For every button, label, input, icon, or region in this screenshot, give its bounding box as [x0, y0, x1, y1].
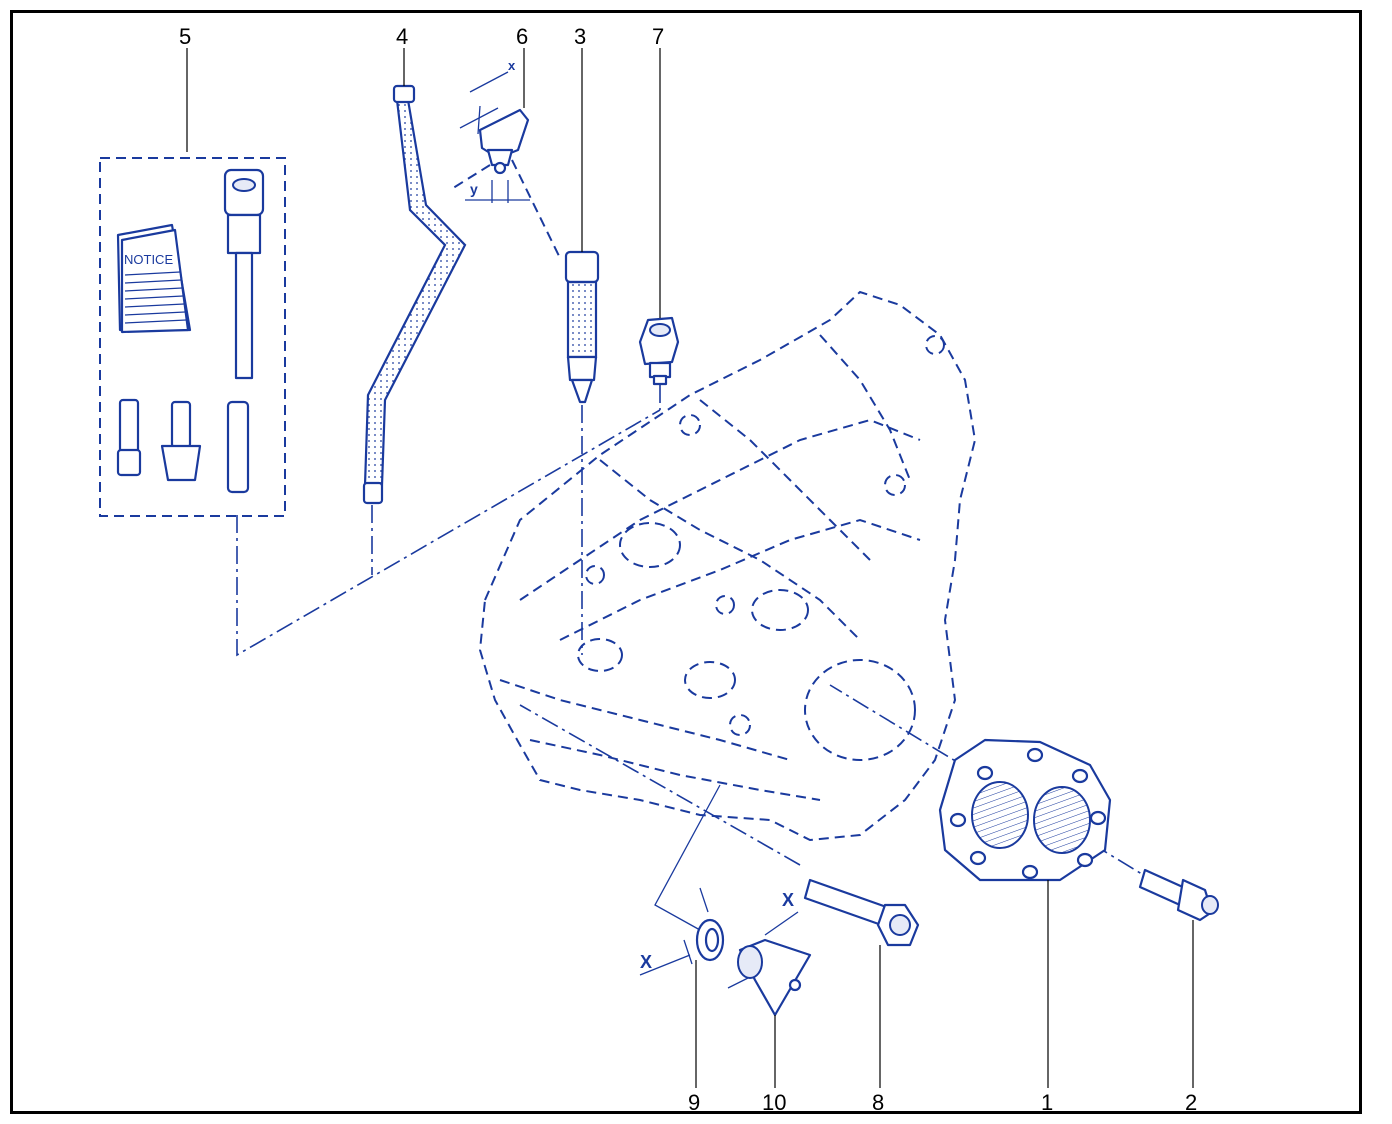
callout-numbers: 5 4 6 3 7 9 10 8 1 2: [179, 24, 1197, 1115]
gearbox-housing: [478, 290, 977, 842]
callout-leaders: [186, 48, 1194, 1088]
sensor: [638, 316, 680, 386]
dipstick-tube: [362, 84, 467, 505]
clip: x y: [449, 58, 561, 259]
kit-box: NOTICE: [99, 157, 286, 517]
callout-3: 3: [574, 24, 586, 49]
callout-8: 8: [872, 1090, 884, 1115]
sealing-washer: X: [639, 887, 725, 976]
drain-plug: X: [727, 890, 812, 1017]
callout-9: 9: [688, 1090, 700, 1115]
bolt-long: [803, 878, 920, 947]
dimension-y-small: y: [470, 181, 478, 197]
notice-label: NOTICE: [124, 252, 173, 267]
dimension-x-large-2: X: [782, 890, 794, 910]
callout-4: 4: [396, 24, 408, 49]
callout-6: 6: [516, 24, 528, 49]
diagram-frame: [10, 10, 1362, 1114]
callout-2: 2: [1185, 1090, 1197, 1115]
filter: [564, 250, 600, 404]
callout-7: 7: [652, 24, 664, 49]
callout-5: 5: [179, 24, 191, 49]
cover-plate: [938, 738, 1112, 882]
callout-1: 1: [1041, 1090, 1053, 1115]
dimension-x-small: x: [508, 58, 516, 73]
bolt-cover: [1138, 868, 1219, 922]
dimension-x-large-1: X: [640, 952, 652, 972]
callout-10: 10: [762, 1090, 786, 1115]
